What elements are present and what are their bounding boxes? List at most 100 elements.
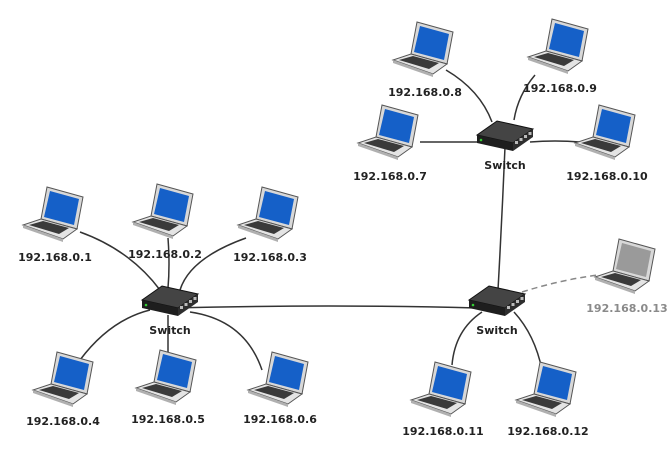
ip-label: 192.168.0.5	[131, 413, 205, 426]
ip-label: 192.168.0.7	[353, 170, 427, 183]
laptop-edge	[136, 388, 176, 405]
switch-c[interactable]: Switch	[467, 285, 527, 337]
laptop-edge	[528, 57, 568, 74]
ip-label: 192.168.0.2	[128, 248, 202, 261]
ip-label: 192.168.0.4	[26, 415, 100, 428]
keyboard-icon	[581, 139, 621, 152]
switch-port	[515, 141, 518, 144]
keyboard-icon	[29, 221, 69, 234]
ip-label: 192.168.0.10	[566, 170, 648, 183]
laptop-pc-3[interactable]	[236, 186, 299, 242]
laptop-screen-icon	[54, 356, 89, 390]
laptop-edge	[33, 390, 73, 407]
keyboard-icon	[244, 221, 284, 234]
keyboard-icon	[142, 384, 182, 397]
ip-label: 192.168.0.3	[233, 251, 307, 264]
switch-side	[513, 129, 533, 151]
keyboard-icon	[39, 386, 79, 399]
laptop-screen-icon	[157, 354, 192, 388]
switch-port	[511, 303, 515, 306]
laptop-screen-icon	[414, 26, 449, 60]
laptop-pc-6[interactable]	[246, 351, 309, 407]
keyboard-icon	[399, 56, 439, 69]
keyboard-icon	[139, 218, 179, 231]
switch-side	[505, 294, 525, 316]
laptop-pc-8[interactable]	[391, 21, 454, 77]
switch-port	[519, 138, 523, 141]
laptop-pc-9[interactable]	[526, 18, 589, 74]
laptop-screen-icon	[379, 109, 414, 143]
uplink-cable-switch-b-to-switch-c	[497, 146, 506, 291]
status-led-icon	[144, 303, 148, 307]
cable-pc-4	[79, 309, 151, 361]
ip-label: 192.168.0.9	[523, 82, 597, 95]
laptop-pc-4[interactable]	[31, 351, 94, 407]
keyboard-icon	[254, 386, 294, 399]
switch-port	[516, 300, 519, 303]
keyboard-icon	[601, 273, 641, 286]
switch-port	[524, 135, 527, 138]
status-led-icon	[471, 303, 475, 307]
switch-front	[477, 135, 513, 151]
switch-side	[178, 294, 198, 316]
switch-port	[193, 297, 197, 300]
laptop-screen-icon	[549, 23, 584, 57]
laptop-pc-13[interactable]	[593, 238, 656, 294]
switch-port	[507, 306, 510, 309]
switch-port	[184, 303, 188, 306]
laptop-screen-icon	[154, 188, 189, 222]
keyboard-icon	[364, 139, 404, 152]
laptop-screen-icon	[537, 366, 572, 400]
cable-pc-6	[189, 311, 263, 371]
keyboard-icon	[534, 53, 574, 66]
status-led-icon	[479, 138, 483, 142]
laptop-pc-10[interactable]	[573, 104, 636, 160]
keyboard-icon	[417, 396, 457, 409]
laptop-edge	[411, 400, 451, 417]
laptop-pc-5[interactable]	[134, 349, 197, 405]
switch-front	[142, 300, 178, 316]
keyboard-icon	[522, 396, 562, 409]
switch-label: Switch	[484, 159, 525, 172]
ip-label: 192.168.0.8	[388, 86, 462, 99]
laptop-edge	[393, 60, 433, 77]
switch-b[interactable]: Switch	[475, 120, 535, 172]
cable-pc-1	[79, 231, 161, 291]
cable-pc-12	[513, 311, 543, 371]
laptop-pc-11[interactable]	[409, 361, 472, 417]
laptop-screen-icon	[596, 109, 631, 143]
switch-port	[189, 300, 192, 303]
switch-label: Switch	[149, 324, 190, 337]
laptop-screen-icon	[44, 191, 79, 225]
cable-pc-9	[513, 74, 536, 121]
ip-label: 192.168.0.12	[507, 425, 588, 438]
cable-pc-3	[179, 237, 247, 291]
cable-pc-10	[529, 140, 581, 143]
laptop-pc-2[interactable]	[131, 183, 194, 239]
laptop-pc-7[interactable]	[356, 104, 419, 160]
laptop-pc-1[interactable]	[21, 186, 84, 242]
ip-label: 192.168.0.1	[18, 251, 92, 264]
laptop-edge	[248, 390, 288, 407]
switch-port	[180, 306, 183, 309]
switch-label: Switch	[476, 324, 517, 337]
laptop-screen-icon	[269, 356, 304, 390]
cable-pc-11	[451, 311, 483, 366]
switch-a[interactable]: Switch	[140, 285, 200, 337]
laptop-edge	[595, 277, 635, 294]
cable-pc-8	[445, 69, 493, 123]
ip-label: 192.168.0.6	[243, 413, 317, 426]
ip-label: 192.168.0.11	[402, 425, 483, 438]
switch-port	[528, 132, 532, 135]
laptop-edge	[358, 143, 398, 160]
ip-label: 192.168.0.13	[586, 302, 667, 315]
laptop-screen-icon	[432, 366, 467, 400]
switch-front	[469, 300, 505, 316]
laptop-pc-12[interactable]	[514, 361, 577, 417]
cable-pc-2	[167, 237, 170, 289]
laptop-edge	[575, 143, 615, 160]
laptop-edge	[133, 222, 173, 239]
